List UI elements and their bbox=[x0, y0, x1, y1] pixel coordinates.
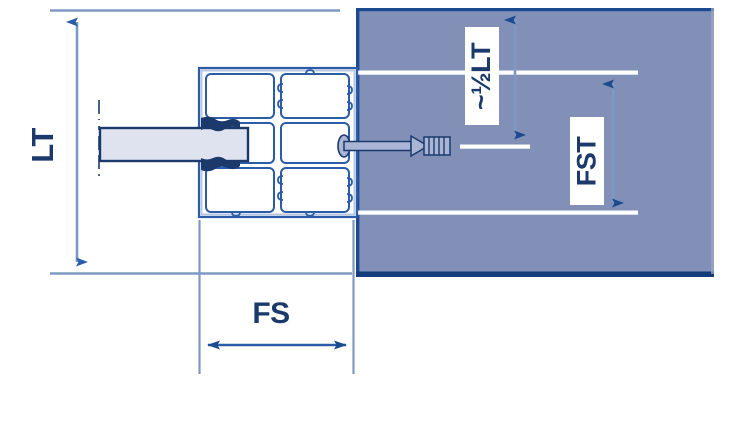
anchor-shaft bbox=[343, 140, 412, 152]
frame-chamber-5 bbox=[205, 167, 275, 213]
dimension-label-fst: FST bbox=[570, 117, 604, 205]
frame-chamber-1 bbox=[205, 73, 275, 119]
frame-chamber-6 bbox=[280, 167, 350, 213]
dimension-lt bbox=[50, 9, 352, 275]
gasket-seals bbox=[201, 116, 240, 172]
dimension-label-half-lt-text: ~½LT bbox=[466, 42, 497, 110]
dimension-label-fs: FS bbox=[240, 296, 302, 332]
gasket-seal-lower bbox=[201, 156, 240, 172]
dimension-fs bbox=[198, 220, 355, 374]
dimension-label-half-lt: ~½LT bbox=[465, 27, 499, 125]
gasket-seal-upper bbox=[201, 116, 240, 132]
sash-body bbox=[98, 126, 250, 163]
reference-line-anchor-axis bbox=[460, 144, 530, 149]
dimension-label-fs-text: FS bbox=[252, 297, 290, 330]
anchor-expansion-plug bbox=[423, 136, 451, 156]
dimension-label-fst-text: FST bbox=[571, 136, 602, 186]
wall-anchor bbox=[337, 134, 451, 158]
dimension-label-lt-text: LT bbox=[24, 127, 60, 163]
wall-right-edge bbox=[711, 8, 714, 274]
sash-panel bbox=[98, 100, 250, 176]
wall-bottom-edge bbox=[356, 271, 714, 277]
anchor-cone bbox=[410, 134, 430, 158]
frame-chamber-2 bbox=[280, 73, 350, 119]
wall-top-edge bbox=[356, 8, 714, 12]
reference-line-lower bbox=[348, 210, 638, 215]
anchor-plug-ribs bbox=[428, 137, 445, 155]
dimension-label-lt: LT bbox=[24, 117, 60, 173]
frame-internal-notches bbox=[231, 69, 353, 217]
